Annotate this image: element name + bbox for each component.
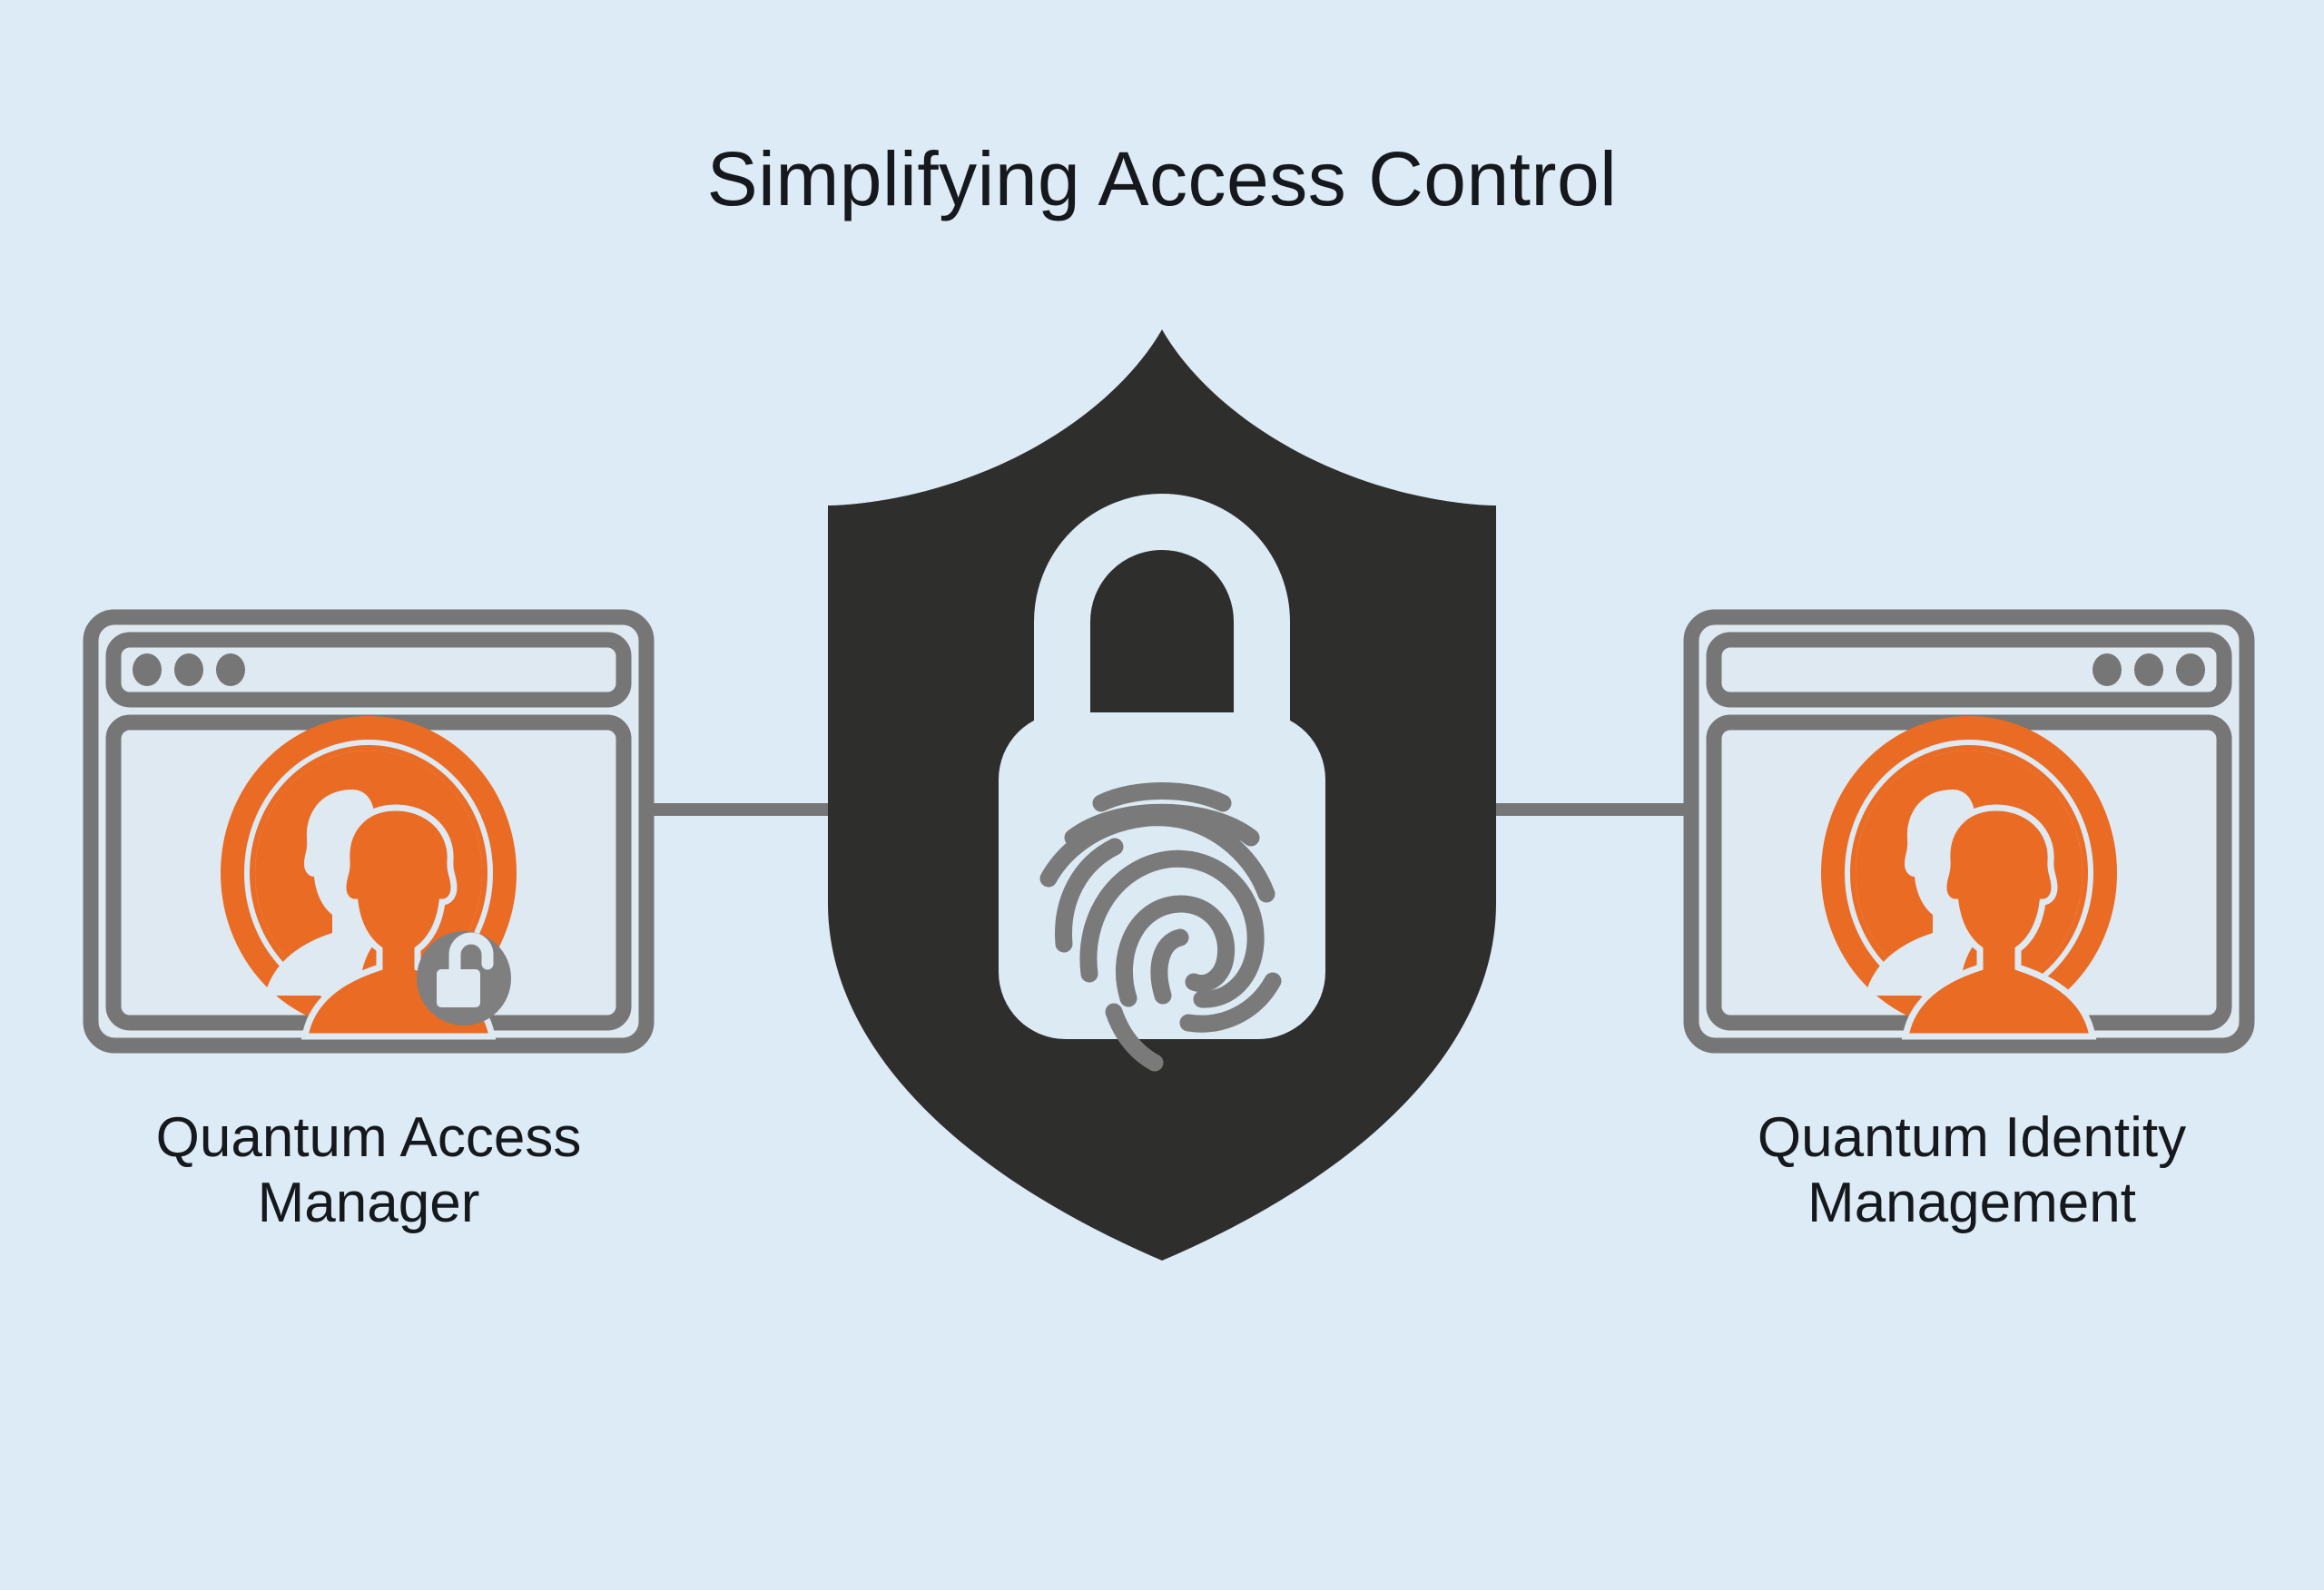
center-shield-node[interactable] — [817, 322, 1507, 1268]
label-quantum-access-manager: Quantum Access Manager — [51, 1105, 686, 1236]
users-circle-with-lock-icon — [221, 716, 517, 1040]
users-circle-icon — [1821, 716, 2117, 1040]
window-dots-icon — [133, 653, 245, 686]
node-quantum-identity-management[interactable] — [1683, 609, 2255, 1054]
right-connector — [1489, 803, 1690, 816]
label-line-1: Quantum Identity — [1757, 1106, 2187, 1169]
page-title: Simplifying Access Control — [706, 136, 1618, 221]
padlock-shackle-icon — [1034, 494, 1290, 786]
open-padlock-icon — [417, 931, 511, 1026]
left-connector — [641, 803, 868, 816]
person-front-silhouette — [1901, 804, 2097, 1040]
label-quantum-identity-management: Quantum Identity Management — [1654, 1105, 2290, 1236]
window-dots-icon — [2093, 653, 2205, 686]
label-line-1: Quantum Access — [155, 1106, 582, 1169]
node-quantum-access-manager[interactable] — [83, 609, 655, 1054]
label-line-2: Manager — [257, 1171, 480, 1234]
label-line-2: Management — [1807, 1171, 2136, 1234]
fingerprint-icon — [1039, 782, 1282, 1072]
